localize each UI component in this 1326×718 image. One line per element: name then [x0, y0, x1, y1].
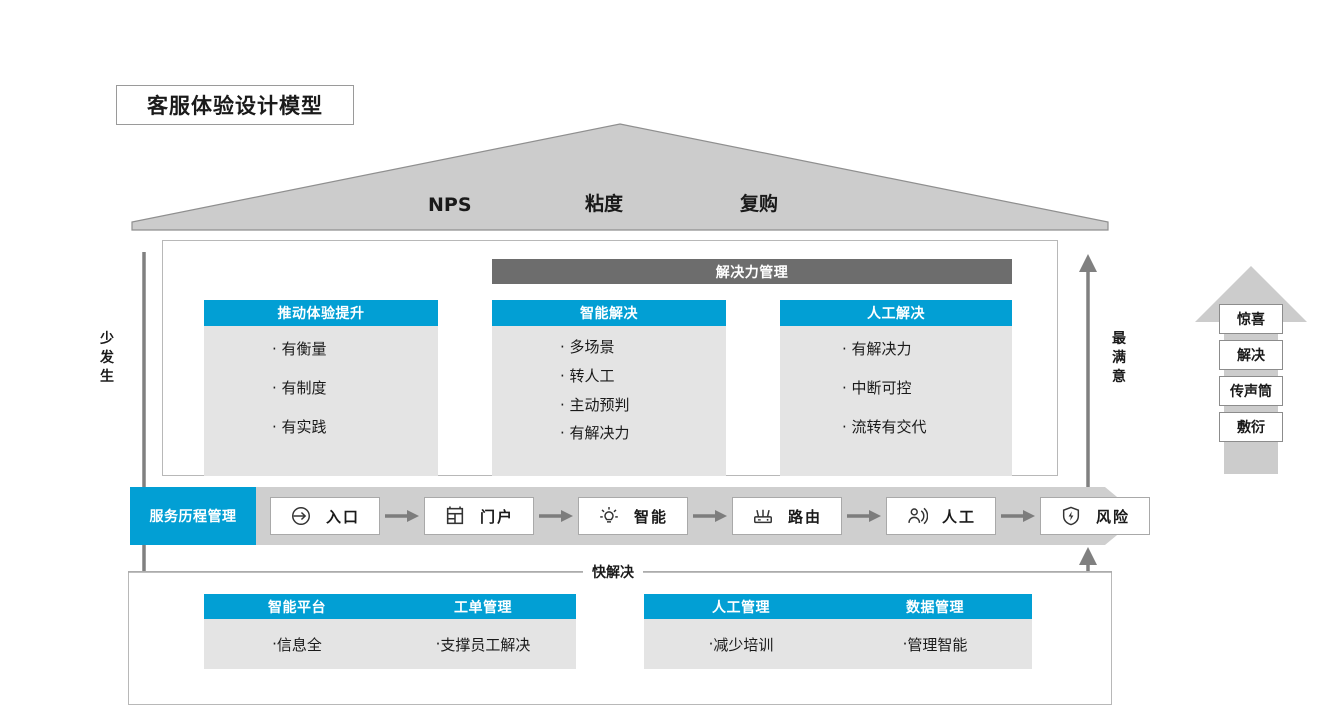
process-step-entry[interactable]: 入口 — [270, 497, 380, 535]
flow-arrow — [534, 509, 578, 523]
card-header: 人工解决 — [780, 300, 1012, 326]
list-item: 支撑员工解决 — [390, 619, 576, 669]
resolution-management-header-text: 解决力管理 — [715, 264, 789, 281]
list-item: 主动预判 — [492, 397, 726, 414]
list-item: 有实践 — [204, 419, 438, 436]
ladder-step-delight[interactable]: 惊喜 — [1219, 304, 1283, 334]
list-item: 减少培训 — [644, 619, 838, 669]
process-step-human[interactable]: 人工 — [886, 497, 996, 535]
arrow-into-circle-icon — [292, 507, 310, 525]
card-header-text: 推动体验提升 — [277, 306, 365, 322]
card-header-text: 人工管理 — [712, 599, 770, 616]
list-item: 转人工 — [492, 368, 726, 385]
process-step-risk[interactable]: 风险 — [1040, 497, 1150, 535]
maturity-ladder: 惊喜 解决 传声筒 敷衍 — [1192, 264, 1310, 476]
card-body: 有解决力 中断可控 流转有交代 — [780, 326, 1012, 476]
ladder-step-label: 惊喜 — [1237, 312, 1265, 328]
card-body-row: 信息全 支撑员工解决 — [204, 619, 576, 669]
layout-grid-icon — [446, 506, 464, 525]
card-header-text: 数据管理 — [906, 599, 964, 616]
right-arrow-icon — [539, 510, 573, 522]
card-header: 智能解决 — [492, 300, 726, 326]
process-steps: 入口 门户 — [270, 497, 1150, 535]
roof-shape: NPS 粘度 复购 — [130, 122, 1110, 232]
card-header-text: 人工解决 — [867, 306, 925, 322]
process-step-label: 门户 — [479, 507, 514, 526]
card-header-text: 工单管理 — [454, 599, 512, 616]
flow-arrow — [996, 509, 1040, 523]
service-journey-bar: 服务历程管理 入口 — [130, 487, 1150, 545]
router-icon — [754, 509, 772, 524]
ladder-step-resolve[interactable]: 解决 — [1219, 340, 1283, 370]
axis-label-right: 最满意 — [1112, 331, 1126, 385]
roof-label-stickiness: 粘度 — [585, 193, 624, 215]
flow-arrow — [842, 509, 886, 523]
down-arrow-left-icon — [135, 252, 153, 512]
agent-headset-icon — [908, 507, 928, 525]
card-smart-resolution: 智能解决 多场景 转人工 主动预判 有解决力 — [492, 300, 726, 476]
process-step-label: 人工 — [941, 507, 976, 526]
flow-arrow — [688, 509, 732, 523]
card-human-data-management: 人工管理 数据管理 减少培训 管理智能 — [644, 594, 1032, 669]
right-arrow-icon — [693, 510, 727, 522]
list-item: 有衡量 — [204, 341, 438, 358]
diagram-title-text: 客服体验设计模型 — [147, 94, 323, 118]
process-step-label: 智能 — [633, 507, 668, 526]
ladder-step-perfunctory[interactable]: 敷衍 — [1219, 412, 1283, 442]
axis-label-left: 少发生 — [100, 331, 114, 385]
card-header-text: 智能平台 — [268, 599, 326, 616]
card-header-row: 智能平台 工单管理 — [204, 594, 576, 619]
ladder-step-label: 传声筒 — [1230, 384, 1272, 400]
card-header-row: 人工管理 数据管理 — [644, 594, 1032, 619]
list-item: 有解决力 — [780, 341, 1012, 358]
roof-label-nps: NPS — [428, 194, 472, 216]
list-item: 有解决力 — [492, 425, 726, 442]
process-step-routing[interactable]: 路由 — [732, 497, 842, 535]
lightbulb-icon — [600, 507, 618, 523]
process-step-label: 入口 — [325, 507, 360, 526]
card-body: 多场景 转人工 主动预判 有解决力 — [492, 326, 726, 476]
fast-resolution-label: 快解决 — [583, 562, 643, 582]
right-arrow-icon — [847, 510, 881, 522]
process-step-intelligence[interactable]: 智能 — [578, 497, 688, 535]
shield-bolt-icon — [1062, 506, 1080, 526]
process-step-label: 路由 — [787, 507, 822, 526]
roof-polygon-icon — [131, 123, 1109, 231]
resolution-management-header: 解决力管理 — [492, 259, 1012, 284]
list-item: 流转有交代 — [780, 419, 1012, 436]
right-arrow-icon — [385, 510, 419, 522]
card-header: 推动体验提升 — [204, 300, 438, 326]
card-body: 有衡量 有制度 有实践 — [204, 326, 438, 476]
process-step-portal[interactable]: 门户 — [424, 497, 534, 535]
list-item: 多场景 — [492, 339, 726, 356]
roof-label-repurchase: 复购 — [740, 193, 779, 215]
card-human-resolution: 人工解决 有解决力 中断可控 流转有交代 — [780, 300, 1012, 476]
list-item: 有制度 — [204, 380, 438, 397]
list-item: 信息全 — [204, 619, 390, 669]
card-body-row: 减少培训 管理智能 — [644, 619, 1032, 669]
service-journey-tag-text: 服务历程管理 — [149, 509, 237, 525]
service-journey-tag: 服务历程管理 — [130, 487, 256, 545]
ladder-step-label: 解决 — [1237, 348, 1265, 364]
up-arrow-right-icon — [1079, 254, 1097, 514]
diagram-title: 客服体验设计模型 — [116, 85, 354, 125]
maturity-ladder-steps: 惊喜 解决 传声筒 敷衍 — [1219, 304, 1283, 448]
ladder-step-megaphone[interactable]: 传声筒 — [1219, 376, 1283, 406]
card-platform-ticket: 智能平台 工单管理 信息全 支撑员工解决 — [204, 594, 576, 669]
list-item: 管理智能 — [838, 619, 1032, 669]
flow-arrow — [380, 509, 424, 523]
list-item: 中断可控 — [780, 380, 1012, 397]
right-arrow-icon — [1001, 510, 1035, 522]
card-header-text: 智能解决 — [580, 306, 638, 322]
ladder-step-label: 敷衍 — [1237, 420, 1265, 436]
process-step-label: 风险 — [1095, 507, 1130, 526]
card-experience-improvement: 推动体验提升 有衡量 有制度 有实践 — [204, 300, 438, 476]
